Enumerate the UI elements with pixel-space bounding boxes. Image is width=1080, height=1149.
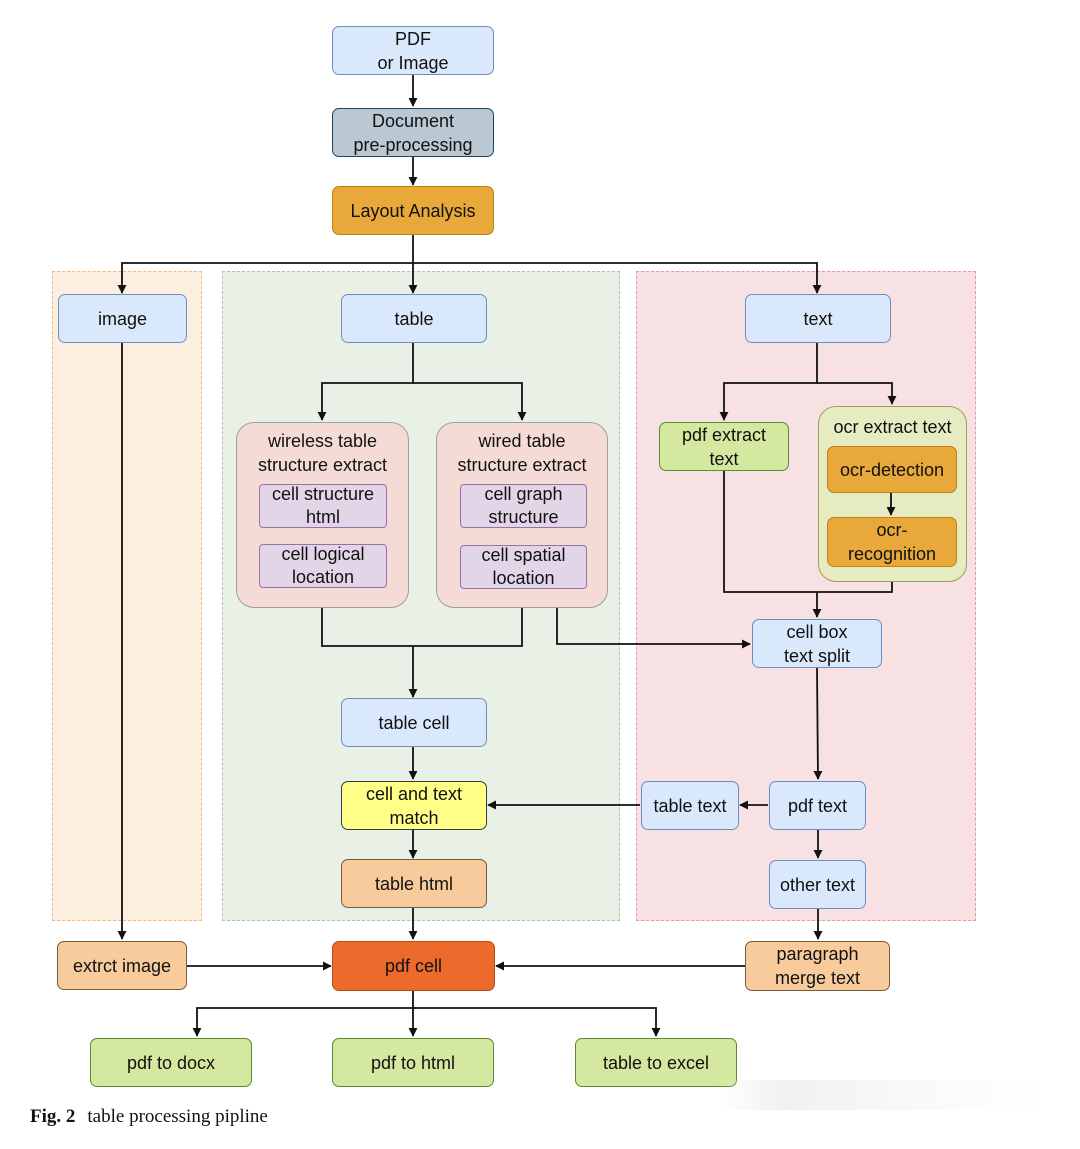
edge-table-to-wired	[413, 382, 527, 421]
document-preprocessing-node: Document pre-processing	[332, 108, 494, 157]
cell-logical-location-node: cell logical location	[259, 544, 387, 588]
table-to-excel-node: table to excel	[575, 1038, 737, 1087]
pdf-cell-node: pdf cell	[332, 941, 495, 991]
image-zone	[52, 271, 202, 921]
pdf-extract-text-node: pdf extract text	[659, 422, 789, 471]
edge-text-split	[719, 343, 818, 421]
pdf-to-html-node: pdf to html	[332, 1038, 494, 1087]
wireless-table-label: wireless table structure extract	[257, 431, 388, 475]
cell-and-text-match-node: cell and text match	[341, 781, 487, 830]
cell-structure-html-node: cell structure html	[259, 484, 387, 528]
edge-pdf-extract-join	[723, 471, 893, 593]
cell-graph-structure-node: cell graph structure	[460, 484, 587, 528]
extract-image-node: extrct image	[57, 941, 187, 990]
ocr-detection-node: ocr-detection	[827, 446, 957, 493]
edge-cellbox-to-pdftext	[813, 667, 823, 780]
edge-layout-to-image	[117, 262, 413, 294]
edge-text-to-ocr	[817, 382, 897, 405]
edge-pdfcell-to-excel	[413, 1007, 661, 1037]
edge-layout-to-text	[413, 262, 822, 294]
ocr-recognition-node: ocr- recognition	[827, 517, 957, 567]
text-node: text	[745, 294, 891, 343]
cell-spatial-location-node: cell spatial location	[460, 545, 587, 589]
figure-caption: Fig. 2 table processing pipline	[30, 1106, 268, 1128]
cell-box-text-split-node: cell box text split	[752, 619, 882, 668]
figure-label: Fig. 2	[30, 1106, 76, 1127]
table-text-node: table text	[641, 781, 739, 830]
pdf-or-image-node: PDF or Image	[332, 26, 494, 75]
edge-wired-to-cellbox	[556, 608, 751, 649]
other-text-node: other text	[769, 860, 866, 909]
wired-table-label: wired table structure extract	[457, 431, 587, 475]
edge-table-split	[317, 343, 414, 421]
edge-wireless-join	[321, 608, 523, 647]
table-cell-node: table cell	[341, 698, 487, 747]
table-node: table	[341, 294, 487, 343]
figure-caption-text: table processing pipline	[87, 1106, 268, 1127]
scan-smudge	[718, 1080, 1048, 1110]
ocr-extract-label: ocr extract text	[833, 417, 952, 437]
pdf-to-docx-node: pdf to docx	[90, 1038, 252, 1087]
image-node: image	[58, 294, 187, 343]
paragraph-merge-text-node: paragraph merge text	[745, 941, 890, 991]
edge-pdfcell-to-docx	[192, 1007, 413, 1037]
pdf-text-node: pdf text	[769, 781, 866, 830]
layout-analysis-node: Layout Analysis	[332, 186, 494, 235]
table-html-node: table html	[341, 859, 487, 908]
